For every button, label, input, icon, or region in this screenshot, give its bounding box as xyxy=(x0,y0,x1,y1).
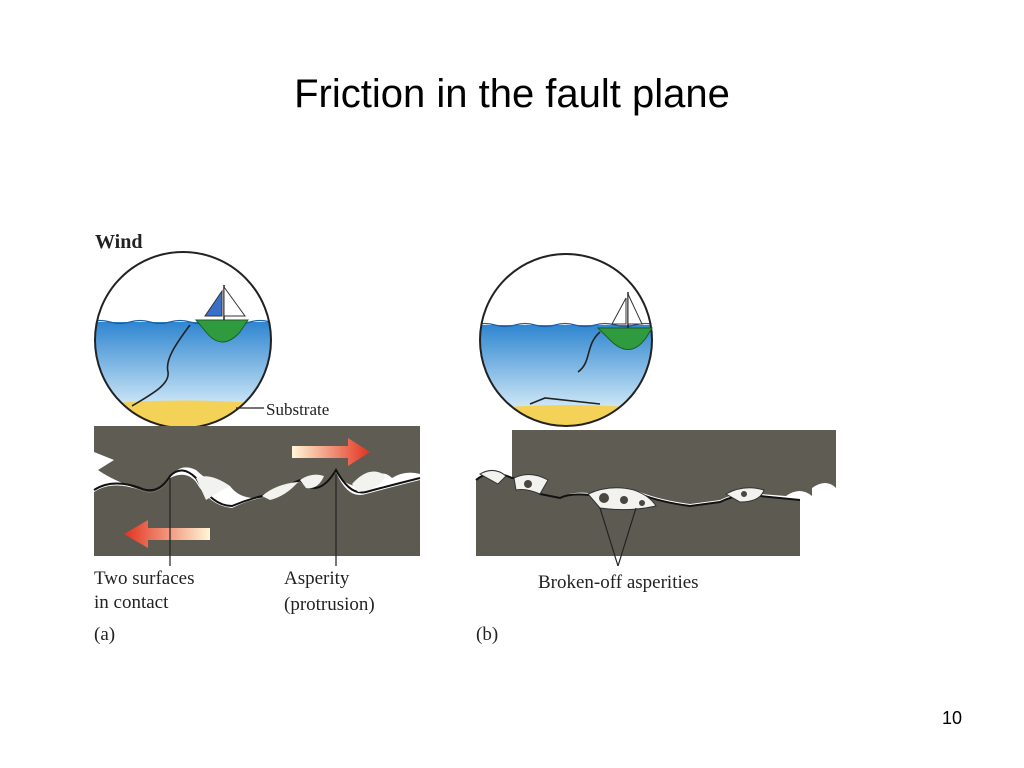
slide-title: Friction in the fault plane xyxy=(294,72,730,116)
broken-asperities-label: Broken-off asperities xyxy=(538,572,699,593)
gap-void xyxy=(812,483,836,497)
rock-block-upper-a xyxy=(94,426,420,499)
gap-void xyxy=(196,476,230,500)
panel-a: Wind Substrate xyxy=(93,231,421,645)
substrate-label: Substrate xyxy=(266,400,329,419)
ocean-inset-a xyxy=(95,252,271,428)
broken-asperity-fragment xyxy=(587,487,657,511)
asperity-label-line2: (protrusion) xyxy=(284,594,375,615)
inset-frame-b xyxy=(479,253,653,427)
panel-b-label: (b) xyxy=(476,624,498,645)
gap-void xyxy=(352,471,386,492)
rock-block-lower-b xyxy=(476,473,800,556)
page-number: 10 xyxy=(941,708,962,728)
rock-block-upper-b xyxy=(512,430,836,504)
panel-a-label: (a) xyxy=(94,624,115,645)
slip-arrow-left-icon xyxy=(124,520,210,548)
sailboat-icon xyxy=(194,285,249,343)
asperity-label-line1: Asperity xyxy=(284,568,350,589)
broken-asperity-fragment xyxy=(478,470,549,495)
slip-arrow-right-icon xyxy=(292,438,370,466)
panel-b: Broken-off asperities (b) xyxy=(475,253,836,645)
wind-label: Wind xyxy=(95,231,142,253)
gap-void xyxy=(300,474,324,489)
sailboat-icon xyxy=(596,292,653,350)
broken-asperities-leader xyxy=(617,507,637,567)
gap-void xyxy=(262,482,298,500)
fault-contact-line-a xyxy=(93,467,421,508)
broken-asperity-fragment xyxy=(724,487,765,503)
broken-asperities-leader xyxy=(599,507,619,567)
two-surfaces-label-line2: in contact xyxy=(94,592,169,613)
two-surfaces-label-line1: Two surfaces xyxy=(94,568,195,589)
gap-void xyxy=(94,456,110,472)
